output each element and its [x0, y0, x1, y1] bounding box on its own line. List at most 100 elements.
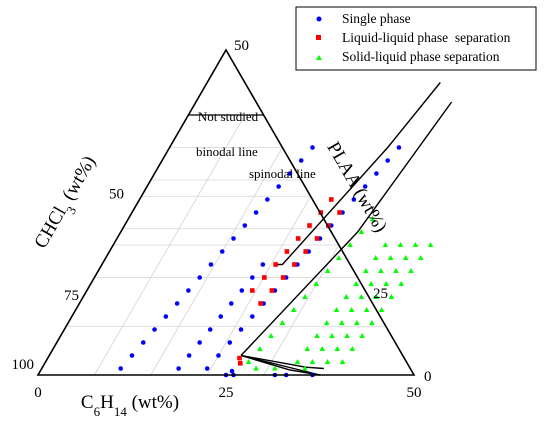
liquid-liquid-phase-separation-point [280, 275, 286, 280]
single-phase-point [253, 210, 259, 215]
data-points [118, 145, 434, 378]
triangle-frame [36, 48, 416, 376]
solid-liquid-phase-separation-point [417, 255, 424, 260]
single-phase-point [242, 223, 248, 228]
solid-liquid-phase-separation-point [334, 346, 341, 351]
single-phase-point [310, 145, 315, 150]
axis-title-part: H [100, 392, 114, 413]
solid-liquid-phase-separation-point [372, 255, 379, 260]
liquid-liquid-phase-separation-point [292, 262, 297, 267]
single-phase-point [176, 366, 181, 371]
solid-liquid-phase-separation-point [333, 307, 340, 312]
bottom-axis-title: C6H14 (wt%) [81, 392, 179, 419]
single-phase-point [204, 366, 210, 371]
solid-liquid-phase-separation-point [304, 346, 311, 351]
single-phase-point [186, 288, 191, 293]
single-phase-point [197, 340, 202, 345]
left-axis-title: CHCl3 (wt%) [30, 152, 104, 255]
liquid-liquid-phase-separation-point [314, 236, 320, 241]
solid-liquid-phase-separation-point [397, 242, 404, 247]
solid-liquid-phase-separation-point [253, 365, 259, 371]
solid-liquid-phase-separation-point [402, 255, 409, 260]
liquid-liquid-phase-separation-point [307, 223, 312, 228]
legend-marker-solid-liquid [316, 55, 322, 60]
solid-liquid-phase-separation-point [358, 229, 365, 234]
solid-liquid-phase-separation-point [354, 320, 360, 325]
solid-liquid-phase-separation-point [348, 307, 355, 312]
grid-line [263, 244, 340, 376]
legend: Single phase Liquid-liquid phase separat… [295, 6, 537, 71]
liquid-liquid-phase-separation-point [237, 355, 242, 361]
liquid-liquid-phase-separation-point [295, 236, 301, 241]
left-axis-tick-label: 75 [64, 288, 79, 304]
solid-liquid-phase-separation-point [347, 242, 353, 247]
solid-liquid-phase-separation-point [363, 307, 370, 312]
solid-liquid-phase-separation-point [324, 268, 331, 273]
single-phase-point [374, 171, 379, 176]
solid-liquid-phase-separation-point [382, 242, 389, 247]
legend-box [295, 6, 537, 71]
grid-line [94, 98, 255, 376]
triangle-border [36, 48, 416, 376]
solid-liquid-phase-separation-point [336, 255, 342, 260]
single-phase-point [208, 262, 214, 267]
solid-liquid-phase-separation-point [339, 320, 345, 325]
legend-marker-liquid-liquid [316, 35, 321, 40]
single-phase-point [207, 327, 213, 332]
solid-liquid-phase-separation-point [358, 294, 365, 299]
single-phase-point [231, 236, 236, 241]
legend-label-liquid-liquid: Liquid-liquid phase separation [342, 30, 511, 45]
liquid-liquid-phase-separation-point [250, 288, 255, 293]
legend-marker-single-phase [316, 16, 322, 22]
solid-liquid-phase-separation-point [294, 359, 301, 364]
solid-liquid-phase-separation-point [369, 216, 376, 221]
solid-liquid-phase-separation-point [349, 346, 356, 351]
solid-liquid-phase-separation-point [393, 268, 399, 273]
not-studied-cap [188, 50, 264, 115]
solid-liquid-phase-separation-point [359, 333, 365, 338]
solid-liquid-phase-separation-point [378, 307, 385, 312]
legend-label-solid-liquid: Solid-liquid phase separation [342, 49, 500, 64]
right-axis-tick-label: 25 [373, 286, 388, 302]
left-axis-tick-label: 100 [12, 357, 35, 373]
solid-liquid-phase-separation-point [343, 294, 350, 299]
single-phase-point [163, 314, 169, 319]
liquid-liquid-phase-separation-point [284, 249, 290, 254]
single-phase-point [276, 184, 281, 189]
solid-liquid-phase-separation-point [313, 281, 320, 286]
solid-liquid-phase-separation-point [257, 346, 263, 351]
single-phase-point [140, 340, 146, 345]
single-phase-point [186, 353, 192, 358]
solid-liquid-phase-separation-point [279, 320, 286, 325]
solid-liquid-phase-separation-point [323, 320, 330, 325]
grid-line [206, 196, 311, 376]
solid-liquid-phase-separation-point [427, 242, 434, 247]
solid-liquid-phase-separation-point [369, 320, 375, 325]
single-phase-point [218, 314, 224, 319]
solid-liquid-phase-separation-point [353, 281, 359, 286]
axis-title-part: 14 [114, 404, 128, 419]
single-phase-point [385, 158, 390, 163]
single-phase-point [265, 197, 270, 202]
solid-liquid-phase-separation-point [309, 359, 316, 364]
single-phase-point [238, 327, 244, 332]
single-phase-point [229, 368, 235, 374]
right-axis-title: PLAA (wt%) [322, 138, 391, 236]
tick-labels: 0 25 50 50 75 100 50 25 0 [12, 38, 432, 401]
solid-liquid-phase-separation-point [329, 333, 335, 338]
liquid-liquid-phase-separation-point [303, 249, 309, 254]
single-phase-point [351, 197, 357, 202]
liquid-liquid-phase-separation-point [273, 262, 278, 267]
solid-liquid-phase-separation-point [368, 281, 374, 286]
solid-liquid-phase-separation-point [268, 333, 274, 338]
single-phase-point [197, 275, 202, 280]
bottom-axis-tick-label: 50 [407, 385, 422, 401]
single-phase-point [174, 301, 180, 306]
solid-liquid-phase-separation-point [387, 255, 394, 260]
binodal-line-label: binodal line [196, 144, 258, 159]
single-phase-point [396, 145, 402, 150]
liquid-liquid-phase-separation-point [237, 361, 243, 366]
single-phase-point [216, 353, 221, 358]
not-studied-label: Not studied [198, 109, 259, 124]
